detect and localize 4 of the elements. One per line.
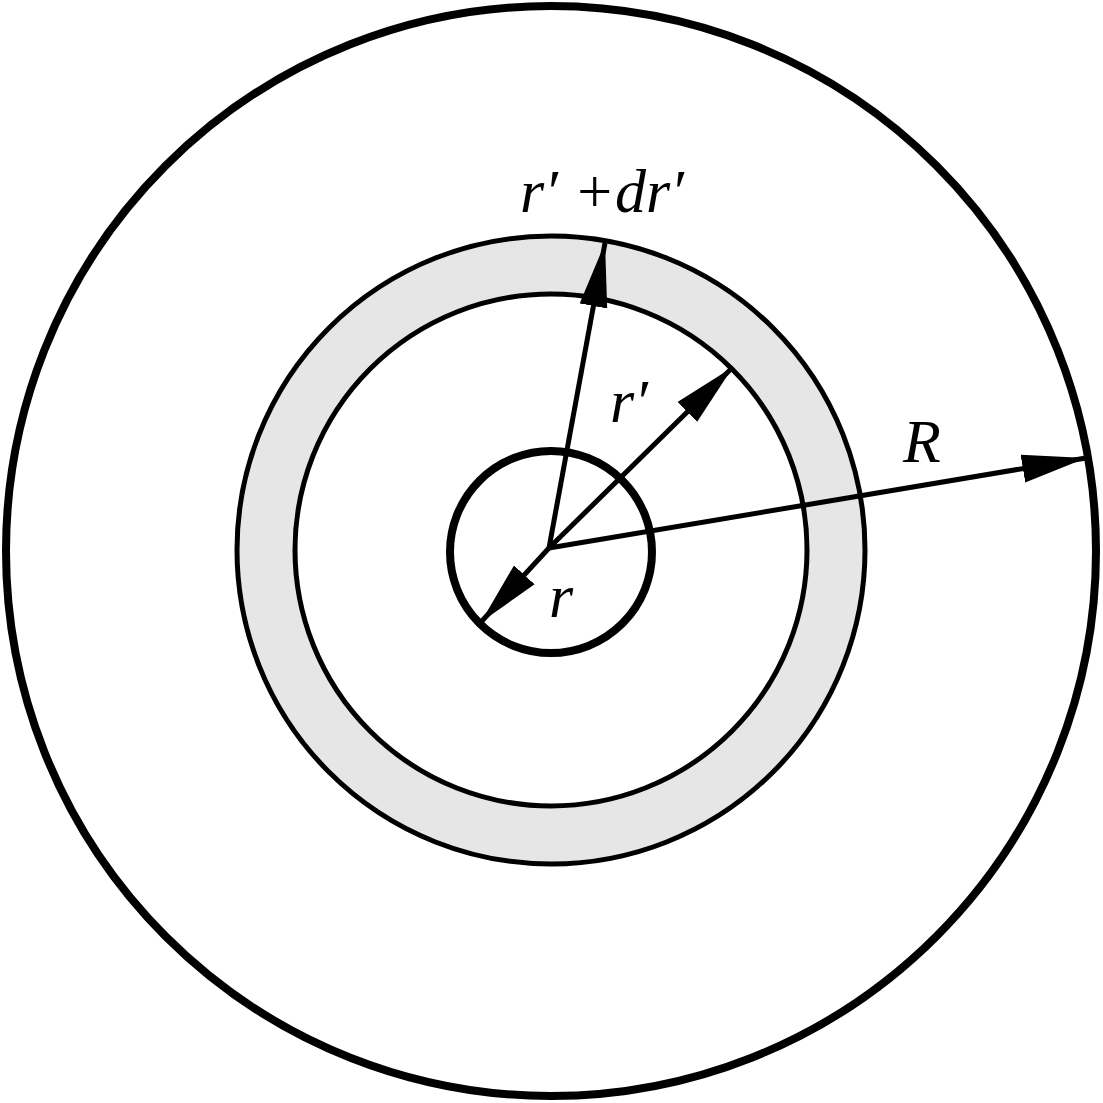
radius-label: r <box>549 565 574 627</box>
radius-label: r′ +dr′ <box>520 160 684 222</box>
radius-label: R <box>903 410 941 472</box>
radius-label: r′ <box>610 370 648 432</box>
